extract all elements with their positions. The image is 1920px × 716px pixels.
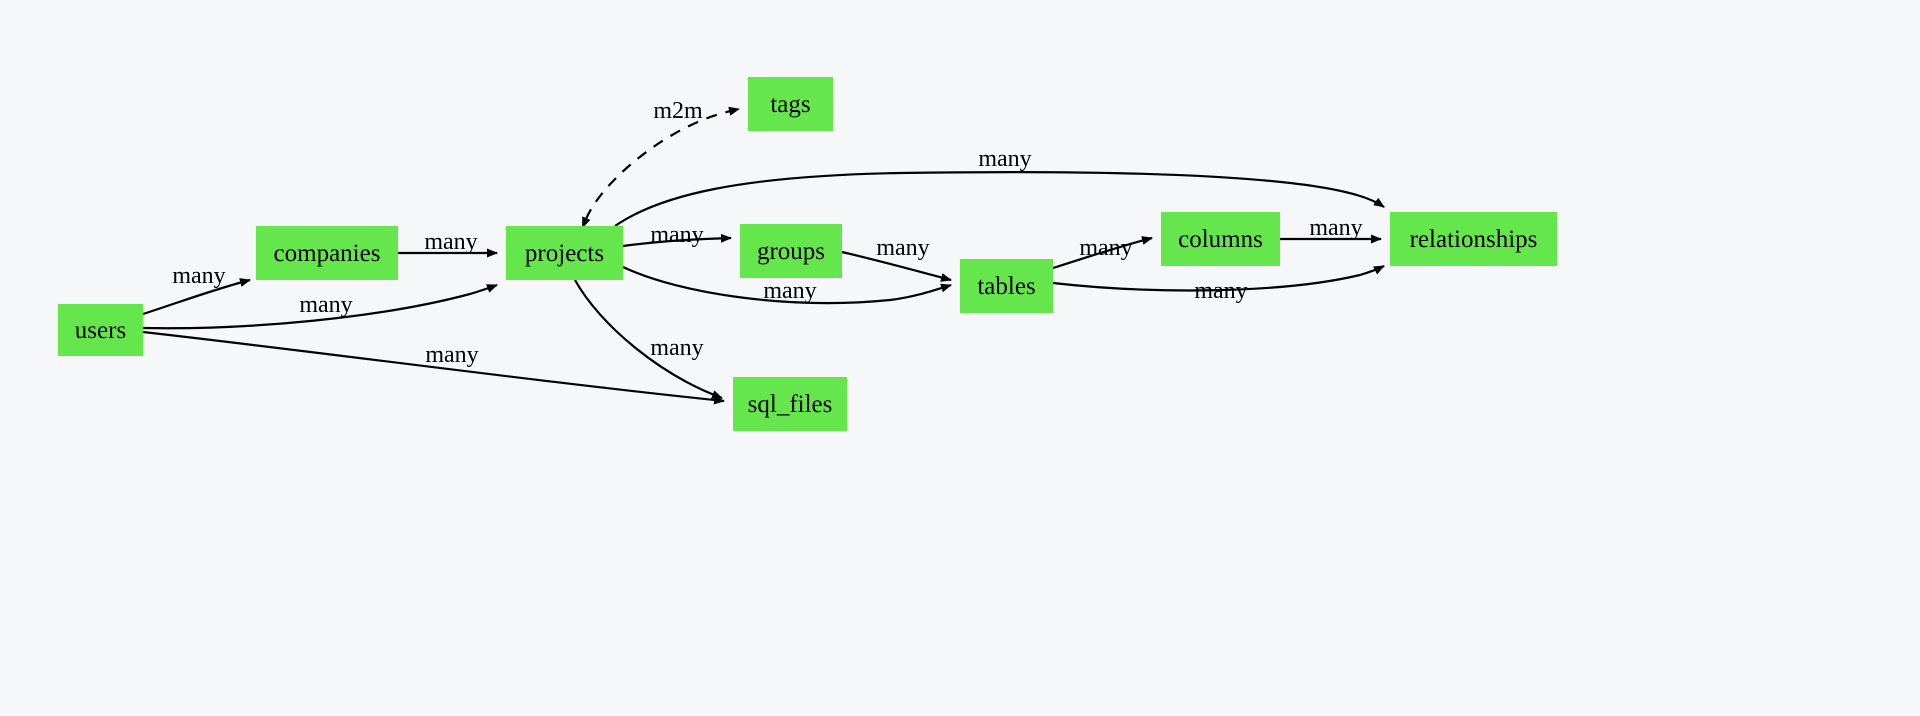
node-tags[interactable]: tags: [748, 77, 833, 131]
edge-tables-columns: [1052, 236, 1153, 270]
node-sql_files[interactable]: sql_files: [733, 377, 847, 431]
edge-users-sqlfiles: [142, 330, 725, 405]
node-label: tables: [977, 272, 1036, 300]
edge-projects-tags: [582, 106, 740, 229]
node-tables[interactable]: tables: [960, 259, 1053, 313]
edge-groups-tables: [841, 250, 952, 282]
node-projects[interactable]: projects: [506, 226, 623, 280]
edge-projects-sqlfiles: [574, 279, 723, 400]
node-label: projects: [524, 239, 605, 267]
node-label: tags: [770, 90, 811, 118]
node-columns[interactable]: columns: [1161, 212, 1280, 266]
node-label: sql_files: [747, 390, 833, 418]
node-companies[interactable]: companies: [256, 226, 398, 280]
node-groups[interactable]: groups: [740, 224, 842, 278]
edge-projects-relationships: [614, 171, 1385, 227]
node-users[interactable]: users: [58, 304, 143, 356]
node-label: groups: [756, 237, 826, 265]
node-label: relationships: [1409, 225, 1538, 253]
edge-projects-tables: [622, 266, 952, 305]
node-label: users: [74, 316, 127, 344]
node-label: columns: [1178, 225, 1263, 253]
edge-users-companies: [142, 278, 251, 316]
node-relationships[interactable]: relationships: [1390, 212, 1557, 266]
node-label: companies: [273, 239, 381, 267]
edge-users-projects: [142, 283, 498, 330]
edge-projects-groups: [622, 233, 732, 248]
edge-tables-relationships: [1052, 265, 1385, 292]
